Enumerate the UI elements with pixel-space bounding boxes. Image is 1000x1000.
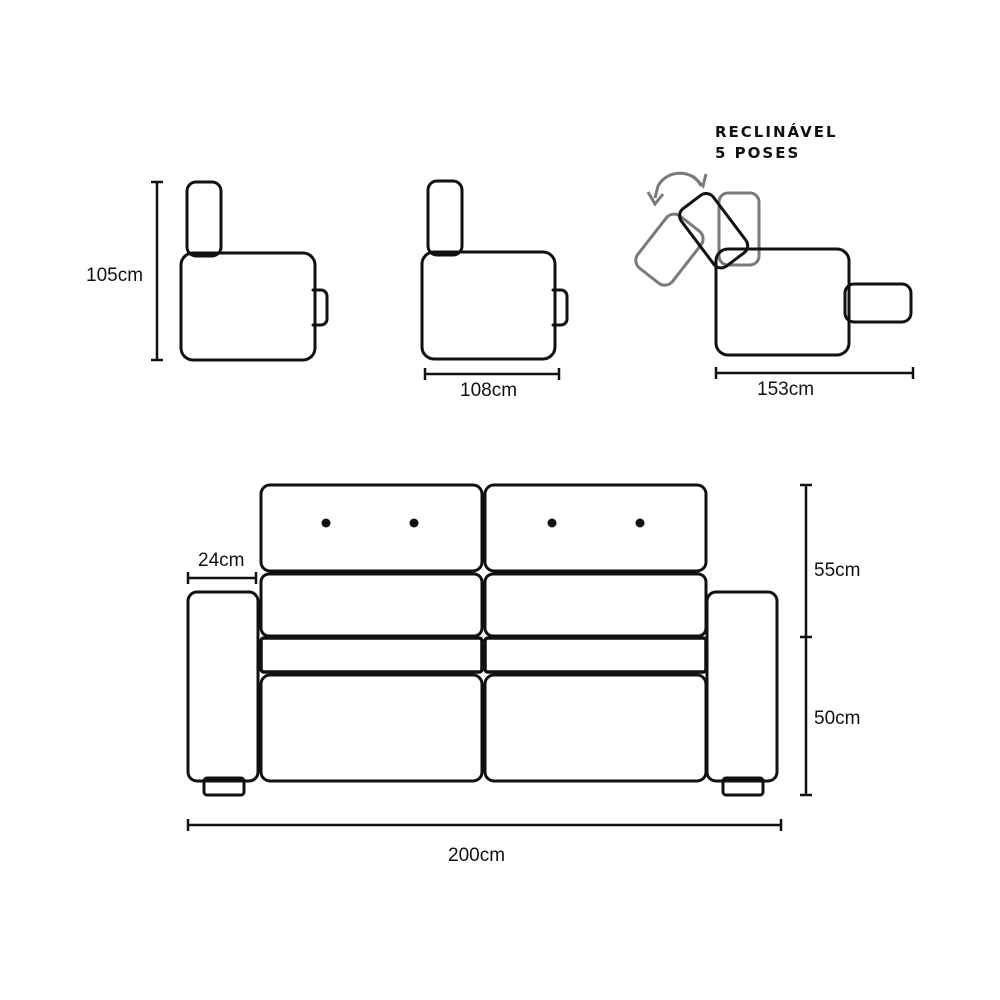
seat-height-label: 50cm [814, 708, 860, 729]
button-tuft [547, 518, 557, 528]
button-tuft [321, 518, 331, 528]
reclined-backrest [678, 192, 750, 270]
lumbar-cushion-right [483, 572, 708, 638]
recliner-poses: 5 POSES [715, 144, 800, 162]
seat-front-right [483, 636, 708, 674]
back-height-label: 55cm [814, 560, 860, 581]
total-width-label: 200cm [448, 845, 505, 866]
side-backrest [185, 180, 223, 258]
front-view-sofa [186, 483, 779, 797]
side-view-upright [179, 180, 329, 362]
height-label: 105cm [86, 265, 143, 286]
button-tuft [635, 518, 645, 528]
seat-front-left [259, 636, 484, 674]
ghost-back-upright [717, 191, 761, 267]
left-foot [202, 776, 246, 797]
arm-width-dimension: 24cm [186, 550, 258, 584]
depth-label: 108cm [460, 380, 517, 401]
right-foot [721, 776, 765, 797]
total-width-dimension: 200cm [186, 819, 783, 866]
depth-backrest [426, 179, 464, 257]
footrest-panel-right [483, 673, 708, 783]
depth-seat-body [420, 250, 557, 361]
extended-footrest [843, 282, 913, 324]
button-tuft [409, 518, 419, 528]
ghost-back-reclined [634, 212, 705, 287]
footrest-panel-left [259, 673, 484, 783]
arm-width-label: 24cm [198, 550, 244, 571]
vertical-dimensions: 55cm 50cm [800, 483, 860, 797]
side-view-depth [420, 179, 569, 361]
recliner-title: RECLINÁVEL [715, 122, 838, 141]
reclined-seat-body [714, 247, 851, 357]
lumbar-cushion-left [259, 572, 484, 638]
height-dimension: 105cm [86, 180, 163, 362]
right-arm [705, 590, 779, 783]
back-cushion-left [259, 483, 484, 573]
side-footrest-stub [311, 288, 329, 327]
rotate-arrow-icon [646, 171, 708, 207]
reclined-dimension: 153cm [714, 367, 915, 400]
reclined-depth-label: 153cm [757, 379, 814, 400]
recliner-caption: RECLINÁVEL 5 POSES [715, 122, 838, 162]
depth-footrest-stub [551, 288, 569, 327]
side-seat-body [179, 251, 317, 362]
left-arm [186, 590, 260, 783]
depth-dimension: 108cm [423, 368, 561, 401]
side-view-reclined [634, 191, 913, 357]
back-cushion-right [483, 483, 708, 573]
